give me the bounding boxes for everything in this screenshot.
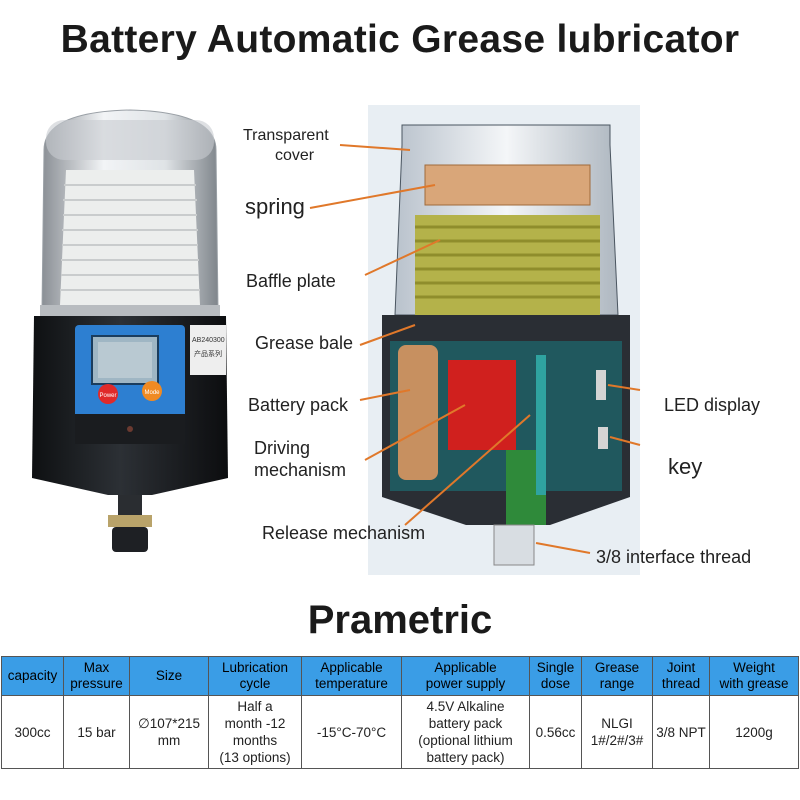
- row-line: 15 bar: [77, 724, 116, 740]
- label-led-display: LED display: [664, 395, 761, 415]
- headers-line: Size: [155, 668, 183, 683]
- row-line: (optional lithium: [418, 733, 513, 748]
- headers-line: Weight: [733, 660, 775, 675]
- headers-line: Single: [536, 660, 575, 675]
- headers-line: temperature: [315, 676, 388, 691]
- headers-line: cycle: [239, 676, 271, 691]
- power-button-icon: [98, 384, 118, 404]
- svg-text:Power: Power: [99, 393, 116, 399]
- mode-button-icon: [142, 381, 162, 401]
- section-title: Prametric: [307, 598, 493, 642]
- headers-line: Grease: [594, 660, 640, 675]
- row-line: battery pack): [426, 750, 505, 765]
- label-interface-thread: 3/8 interface thread: [596, 547, 752, 567]
- row-line: (13 options): [219, 750, 291, 765]
- label-battery-pack: Battery pack: [248, 395, 349, 415]
- row-cell: ∅107*215 mm: [129, 695, 209, 769]
- headers-line: Max: [83, 660, 110, 675]
- headers-line: Applicable: [320, 660, 383, 675]
- row-line: battery pack: [428, 716, 503, 731]
- label-release-mechanism: Release mechanism: [262, 523, 426, 543]
- label-driving-mechanism: Driving mechanism: [254, 438, 347, 480]
- label-grease-bale: Grease bale: [255, 333, 354, 353]
- product-photo: Power Mode AB240300 产品系列: [32, 109, 228, 552]
- cutaway-diagram: [309, 105, 641, 575]
- headers-line: range: [599, 676, 635, 691]
- row-cell: 4.5V Alkaline battery pack (optional lithi…: [401, 695, 530, 769]
- row-line: Half a: [237, 699, 273, 714]
- headers-line: pressure: [70, 676, 123, 691]
- table-row: 300cc 15 bar ∅107*215 mm Half a month -12 mont…: [1, 695, 799, 769]
- svg-text:Mode: Mode: [144, 390, 160, 396]
- row-cell: 0.56cc: [529, 695, 582, 769]
- svg-text:AB240300: AB240300: [192, 337, 225, 344]
- headers-line: Joint: [666, 660, 696, 675]
- row-line: ∅107*215: [137, 716, 201, 731]
- row-cell: -15°C-70°C: [301, 695, 402, 769]
- row-cell: 15 bar: [63, 695, 130, 769]
- row-line: mm: [157, 733, 181, 748]
- headers-line: power supply: [425, 676, 506, 691]
- row-cell: 3/8 NPT: [652, 695, 710, 769]
- headers-line: dose: [540, 676, 571, 691]
- row-cell: 300cc: [1, 695, 64, 769]
- label-transparent-cover: Transparent cover: [243, 127, 329, 164]
- page-title: Battery Automatic Grease lubricator: [60, 18, 740, 61]
- headers-line: Lubrication: [221, 660, 289, 675]
- svg-text:产品系列: 产品系列: [194, 349, 222, 358]
- row-line: 0.56cc: [535, 724, 576, 740]
- row-line: -15°C-70°C: [316, 724, 387, 740]
- row-line: month -12: [224, 716, 286, 731]
- callout-arrows: [309, 144, 641, 554]
- row-cell: NLGI 1#/2#/3#: [581, 695, 653, 769]
- row-cell: Half a month -12 months (13 options): [208, 695, 302, 769]
- headers-line: thread: [661, 676, 701, 691]
- row-line: months: [232, 733, 278, 748]
- row-line: 300cc: [14, 724, 51, 740]
- headers-cell: Size: [129, 656, 209, 696]
- headers-line: capacity: [7, 668, 58, 683]
- label-baffle-plate: Baffle plate: [246, 271, 336, 291]
- row-line: 3/8 NPT: [656, 724, 706, 740]
- headers-line: with grease: [719, 676, 789, 691]
- row-line: 4.5V Alkaline: [426, 699, 505, 714]
- row-line: 1200g: [735, 724, 773, 740]
- row-line: NLGI: [601, 716, 633, 731]
- row-cell: 1200g: [709, 695, 799, 769]
- headers-line: Applicable: [434, 660, 497, 675]
- row-line: 1#/2#/3#: [590, 733, 644, 748]
- label-spring: spring: [245, 194, 305, 219]
- headers-cell: capacity: [1, 656, 64, 696]
- label-key: key: [668, 454, 703, 479]
